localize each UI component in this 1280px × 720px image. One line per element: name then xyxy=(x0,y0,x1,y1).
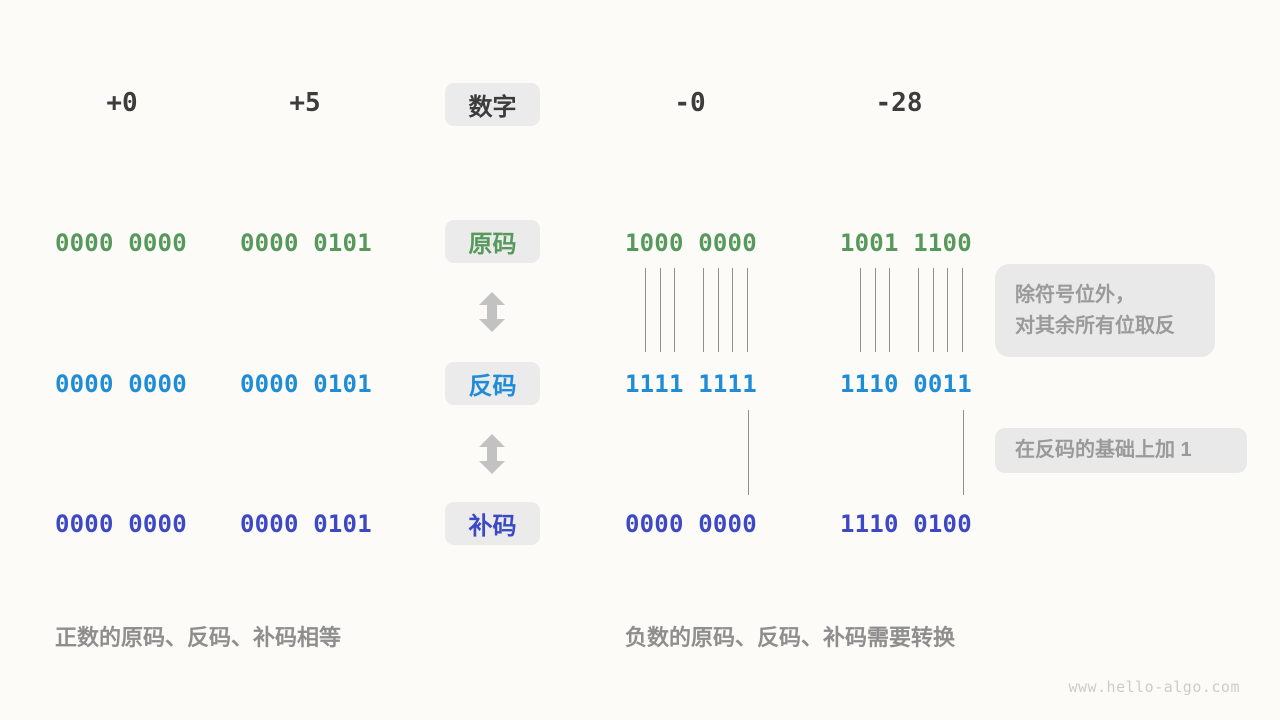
double-arrow-icon xyxy=(479,434,505,474)
bit-flip-line xyxy=(703,268,704,352)
caption-positive: 正数的原码、反码、补码相等 xyxy=(55,625,342,650)
header-value-plus0: +0 xyxy=(106,88,138,118)
twos-complement-minus28: 1110 0100 xyxy=(840,510,972,538)
header-value-minus0: -0 xyxy=(674,88,706,118)
caption-negative: 负数的原码、反码、补码需要转换 xyxy=(625,625,956,650)
sign-magnitude-minus0: 1000 0000 xyxy=(625,229,757,257)
note-bit-flip-line2: 对其余所有位取反 xyxy=(1015,314,1175,337)
ones-complement-plus0: 0000 0000 xyxy=(55,370,187,398)
badge-twos-complement-label: 补码 xyxy=(468,513,517,540)
badge-ones-complement-label: 反码 xyxy=(468,373,517,400)
badge-sign-magnitude-label: 原码 xyxy=(468,231,517,258)
sign-magnitude-plus0: 0000 0000 xyxy=(55,229,187,257)
note-add-one: 在反码的基础上加 1 xyxy=(995,428,1247,473)
bit-flip-line xyxy=(718,268,719,352)
sign-magnitude-minus28: 1001 1100 xyxy=(840,229,972,257)
bit-flip-line xyxy=(918,268,919,352)
badge-twos-complement: 补码 xyxy=(445,502,540,545)
bit-flip-lines-minus28 xyxy=(860,268,970,352)
bit-flip-line xyxy=(747,268,748,352)
bit-flip-line xyxy=(732,268,733,352)
bit-flip-line xyxy=(889,268,890,352)
twos-complement-plus0: 0000 0000 xyxy=(55,510,187,538)
add-one-line-minus28 xyxy=(963,410,964,495)
badge-sign-magnitude: 原码 xyxy=(445,220,540,263)
header-value-minus28: -28 xyxy=(875,88,923,118)
badge-number: 数字 xyxy=(445,83,540,126)
ones-complement-minus0: 1111 1111 xyxy=(625,370,757,398)
bit-flip-line xyxy=(674,268,675,352)
bit-flip-line xyxy=(875,268,876,352)
badge-ones-complement: 反码 xyxy=(445,362,540,405)
bit-flip-line xyxy=(933,268,934,352)
bit-flip-line xyxy=(962,268,963,352)
bit-flip-line xyxy=(860,268,861,352)
ones-complement-minus28: 1110 0011 xyxy=(840,370,972,398)
note-add-one-label: 在反码的基础上加 1 xyxy=(1015,439,1192,461)
bit-flip-line xyxy=(660,268,661,352)
note-bit-flip: 除符号位外， 对其余所有位取反 xyxy=(995,264,1215,357)
note-bit-flip-line1: 除符号位外， xyxy=(1015,283,1135,306)
badge-number-label: 数字 xyxy=(468,94,517,121)
header-value-plus5: +5 xyxy=(289,88,321,118)
watermark: www.hello-algo.com xyxy=(1068,678,1240,696)
ones-complement-plus5: 0000 0101 xyxy=(240,370,372,398)
add-one-line-minus0 xyxy=(748,410,749,495)
bit-flip-lines-minus0 xyxy=(645,268,755,352)
sign-magnitude-plus5: 0000 0101 xyxy=(240,229,372,257)
twos-complement-plus5: 0000 0101 xyxy=(240,510,372,538)
twos-complement-minus0: 0000 0000 xyxy=(625,510,757,538)
bit-flip-line xyxy=(645,268,646,352)
bit-flip-line xyxy=(947,268,948,352)
double-arrow-icon xyxy=(479,292,505,332)
